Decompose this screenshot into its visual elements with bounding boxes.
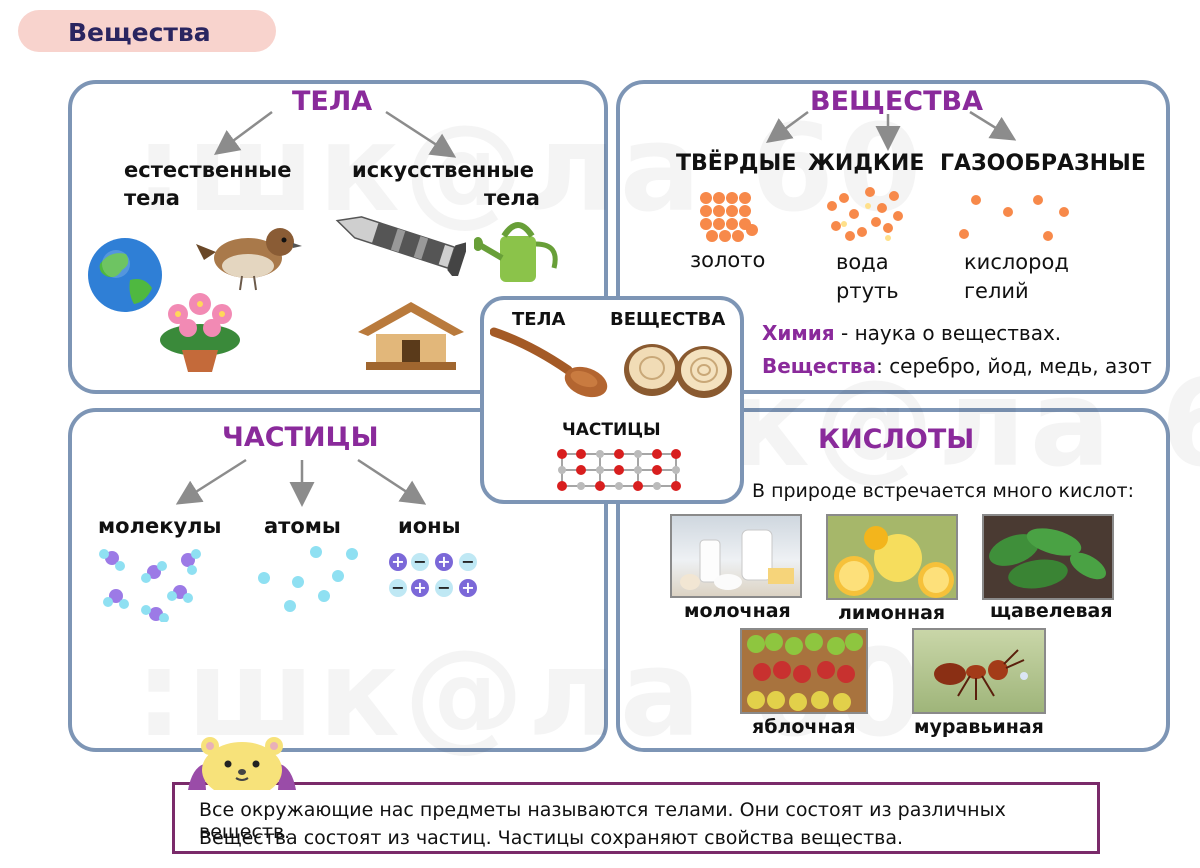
substances-examples-text: : серебро, йод, медь, азот (876, 354, 1152, 378)
particle-molecules-label: молекулы (98, 514, 222, 538)
summary-line-2: Вещества состоят из частиц. Частицы сохр… (199, 827, 904, 849)
chemistry-definition: Химия - наука о веществах. (762, 321, 1061, 345)
apple-icon (747, 633, 863, 711)
lemon-photo (826, 514, 958, 600)
page-title: Вещества (68, 18, 211, 47)
watering-can-icon (474, 222, 558, 282)
artificial-bodies-label-1: искусственные (352, 158, 534, 182)
sparrow-icon (196, 228, 302, 291)
ant-icon (934, 649, 1028, 700)
substances-examples: Вещества: серебро, йод, медь, азот (762, 354, 1152, 378)
sorrel-label: щавелевая (990, 600, 1113, 622)
liquid-particles-icon (827, 187, 903, 241)
milk-photo (670, 514, 802, 598)
svg-text:−: − (461, 552, 474, 571)
lemon-label: лимонная (838, 602, 946, 624)
milk-label: молочная (684, 600, 791, 622)
center-bodies-label: ТЕЛА (512, 309, 566, 330)
sorrel-photo (982, 514, 1114, 600)
sorrel-icon (989, 528, 1107, 589)
crystal-lattice-icon (557, 449, 681, 491)
acids-intro: В природе встречается много кислот: (752, 480, 1134, 502)
ions-icon: + − + − − + − + (389, 552, 477, 597)
atoms-icon (258, 546, 358, 612)
artificial-bodies-label-2: тела (484, 186, 540, 210)
acids-heading: КИСЛОТЫ (818, 424, 975, 455)
lemon-icon (828, 516, 956, 598)
hamster-mascot-icon (188, 737, 296, 790)
state-liquid-label: ЖИДКИЕ (808, 151, 925, 176)
molecules-icon (99, 549, 201, 622)
particle-atoms-label: атомы (264, 514, 341, 538)
svg-text:+: + (461, 578, 474, 597)
liquid-example-2: ртуть (836, 279, 899, 303)
svg-text:−: − (413, 552, 426, 571)
state-gas-label: ГАЗООБРАЗНЫЕ (940, 151, 1146, 176)
svg-text:+: + (437, 552, 450, 571)
gas-example-1: кислород (964, 250, 1069, 274)
wooden-spoon-icon (490, 327, 608, 398)
milk-icon (680, 529, 794, 590)
center-particles-label: ЧАСТИЦЫ (562, 420, 661, 440)
earth-icon (88, 238, 162, 312)
birdhouse-icon (358, 302, 464, 370)
svg-text:−: − (391, 578, 404, 597)
chemistry-term: Химия (762, 321, 835, 345)
gas-particles-icon (959, 195, 1069, 241)
chemistry-definition-text: - наука о веществах. (834, 321, 1062, 345)
wood-slices-icon (624, 344, 732, 398)
summary-line-1: Все окружающие нас предметы называются т… (199, 799, 1006, 843)
svg-text:+: + (413, 578, 426, 597)
flower-pot-icon (160, 293, 240, 372)
bodies-heading: ТЕЛА (292, 86, 373, 117)
title-pill: Вещества (18, 10, 276, 52)
rocket-icon (335, 216, 466, 276)
center-substances-label: ВЕЩЕСТВА (610, 309, 726, 330)
apple-photo (740, 628, 868, 714)
ant-photo (912, 628, 1046, 714)
state-solid-label: ТВЁРДЫЕ (676, 151, 797, 176)
liquid-example-1: вода (836, 250, 889, 274)
ant-label: муравьиная (914, 716, 1044, 738)
svg-text:−: − (437, 578, 450, 597)
apple-label: яблочная (752, 716, 856, 738)
particles-heading: ЧАСТИЦЫ (222, 422, 379, 453)
natural-bodies-label-2: тела (124, 186, 180, 210)
substances-heading: ВЕЩЕСТВА (810, 86, 983, 117)
svg-text:+: + (391, 552, 404, 571)
particle-ions-label: ионы (398, 514, 461, 538)
summary-box: Все окружающие нас предметы называются т… (172, 782, 1100, 854)
solid-particles-icon (700, 192, 758, 242)
substances-term: Вещества (762, 354, 877, 378)
solid-example-1: золото (690, 248, 766, 272)
gas-example-2: гелий (964, 279, 1029, 303)
natural-bodies-label-1: естественные (124, 158, 292, 182)
